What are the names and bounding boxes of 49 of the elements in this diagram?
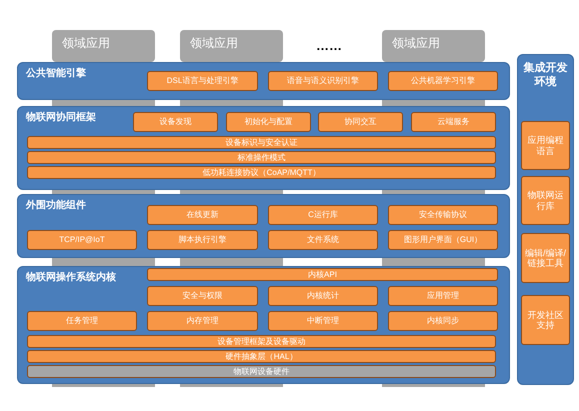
application-column xyxy=(52,30,155,62)
application-column xyxy=(382,30,485,62)
ellipsis-text: …… xyxy=(316,38,342,53)
layer-panel xyxy=(517,54,574,385)
component-box: TCP/IP@IoT xyxy=(27,230,137,250)
component-box: 开发社区支持 xyxy=(521,295,570,345)
component-box: 语音与语义识别引擎 xyxy=(268,71,378,91)
component-box: 文件系统 xyxy=(268,230,378,250)
component-box: 物联网设备硬件 xyxy=(27,365,496,378)
layer-heading: 物联网协同框架 xyxy=(26,110,96,124)
layer-panel xyxy=(17,106,510,190)
component-box: 初始化与配置 xyxy=(226,112,311,132)
component-box: 协同交互 xyxy=(318,112,403,132)
layer-heading: 公共智能引擎 xyxy=(26,66,86,80)
application-column xyxy=(180,30,283,62)
component-box: 标准操作模式 xyxy=(27,151,496,164)
component-box: 物联网运行库 xyxy=(521,176,570,225)
component-box: 低功耗连接协议（CoAP/MQTT） xyxy=(27,166,496,179)
component-box: 应用编程语言 xyxy=(521,121,570,170)
layer-heading: 集成开发环境 xyxy=(522,61,568,90)
component-box: 中断管理 xyxy=(268,311,378,331)
component-box: 内核同步 xyxy=(388,311,498,331)
component-box: 硬件抽象层（HAL） xyxy=(27,350,496,363)
component-box: 云端服务 xyxy=(411,112,496,132)
component-box: 设备发现 xyxy=(133,112,218,132)
component-box: 内核API xyxy=(147,268,498,281)
component-box: 安全传输协议 xyxy=(388,205,498,225)
component-box: 公共机器学习引擎 xyxy=(388,71,498,91)
component-box: C运行库 xyxy=(268,205,378,225)
layer-panel xyxy=(17,266,510,384)
column-heading: 领域应用 xyxy=(392,35,440,52)
layer-heading: 外围功能组件 xyxy=(26,198,86,212)
component-box: 脚本执行引擎 xyxy=(147,230,258,250)
layer-panel xyxy=(17,62,510,100)
component-box: 应用管理 xyxy=(388,286,498,306)
component-box: 编辑/编译/链接工具 xyxy=(521,233,570,283)
component-box: 图形用户界面（GUI） xyxy=(388,230,498,250)
column-heading: 领域应用 xyxy=(62,35,110,52)
component-box: 安全与权限 xyxy=(147,286,258,306)
component-box: 在线更新 xyxy=(147,205,258,225)
column-heading: 领域应用 xyxy=(190,35,238,52)
component-box: 设备标识与安全认证 xyxy=(27,136,496,149)
component-box: DSL语言与处理引擎 xyxy=(147,71,258,91)
layer-panel xyxy=(17,194,510,258)
layer-heading: 物联网操作系统内核 xyxy=(26,270,116,284)
component-box: 内核统计 xyxy=(268,286,378,306)
component-box: 任务管理 xyxy=(27,311,137,331)
component-box: 设备管理框架及设备驱动 xyxy=(27,335,496,348)
component-box: 内存管理 xyxy=(147,311,258,331)
